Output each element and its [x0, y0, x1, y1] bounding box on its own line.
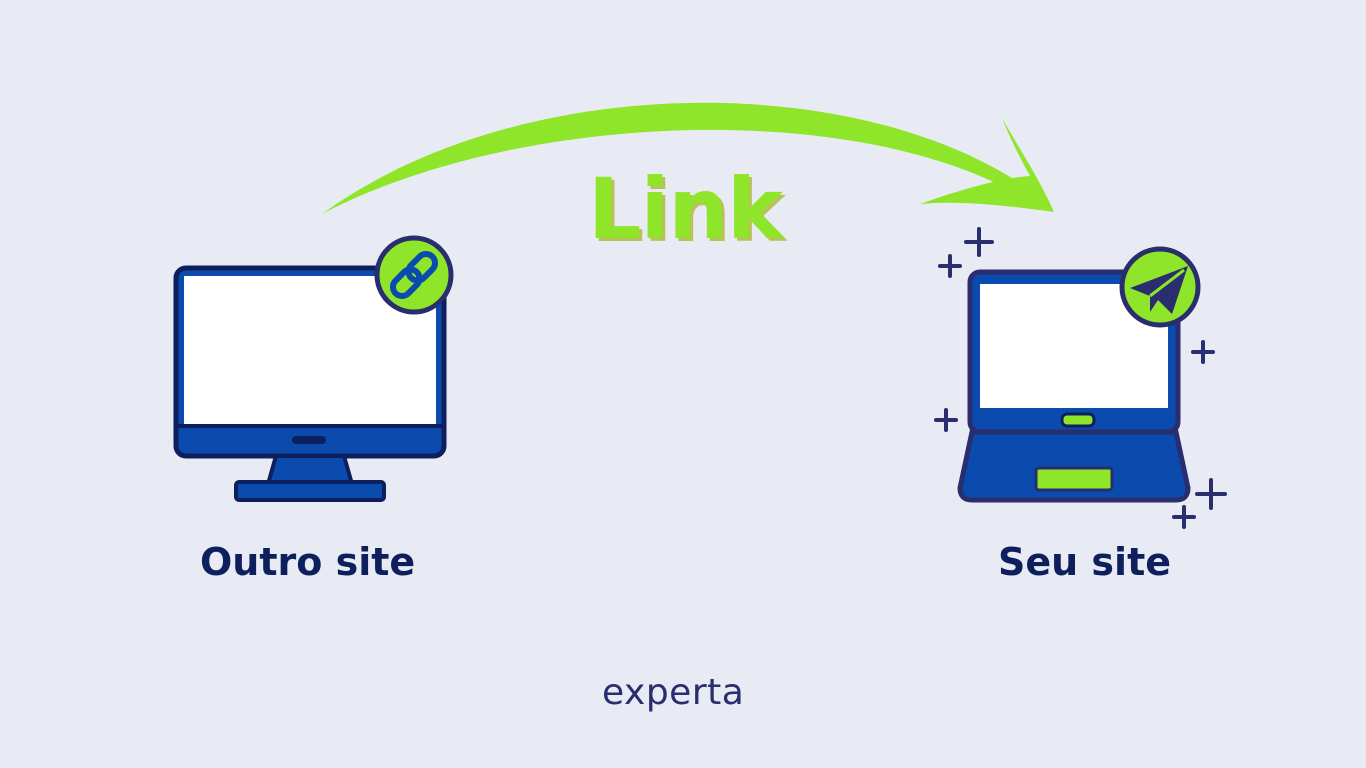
- sparkle-icon: [1195, 478, 1227, 510]
- sparkle-icon: [1172, 505, 1196, 529]
- sparkle-decorations: [934, 227, 1227, 529]
- target-site-label: Seu site: [998, 540, 1172, 584]
- arrow-label: Link: [588, 160, 783, 258]
- link-arrow: [322, 102, 1054, 214]
- sparkle-icon: [938, 254, 962, 278]
- desktop-monitor-icon: [173, 265, 447, 502]
- chain-link-icon: [374, 235, 454, 315]
- sparkle-icon: [1191, 340, 1215, 364]
- sparkle-icon: [934, 408, 958, 432]
- brand-logo: experta: [602, 672, 745, 713]
- source-site-label: Outro site: [200, 540, 416, 584]
- arrow-head: [920, 118, 1054, 212]
- paper-plane-icon: [1119, 246, 1201, 328]
- arrow-curve: [322, 102, 1030, 214]
- sparkle-icon: [964, 227, 994, 257]
